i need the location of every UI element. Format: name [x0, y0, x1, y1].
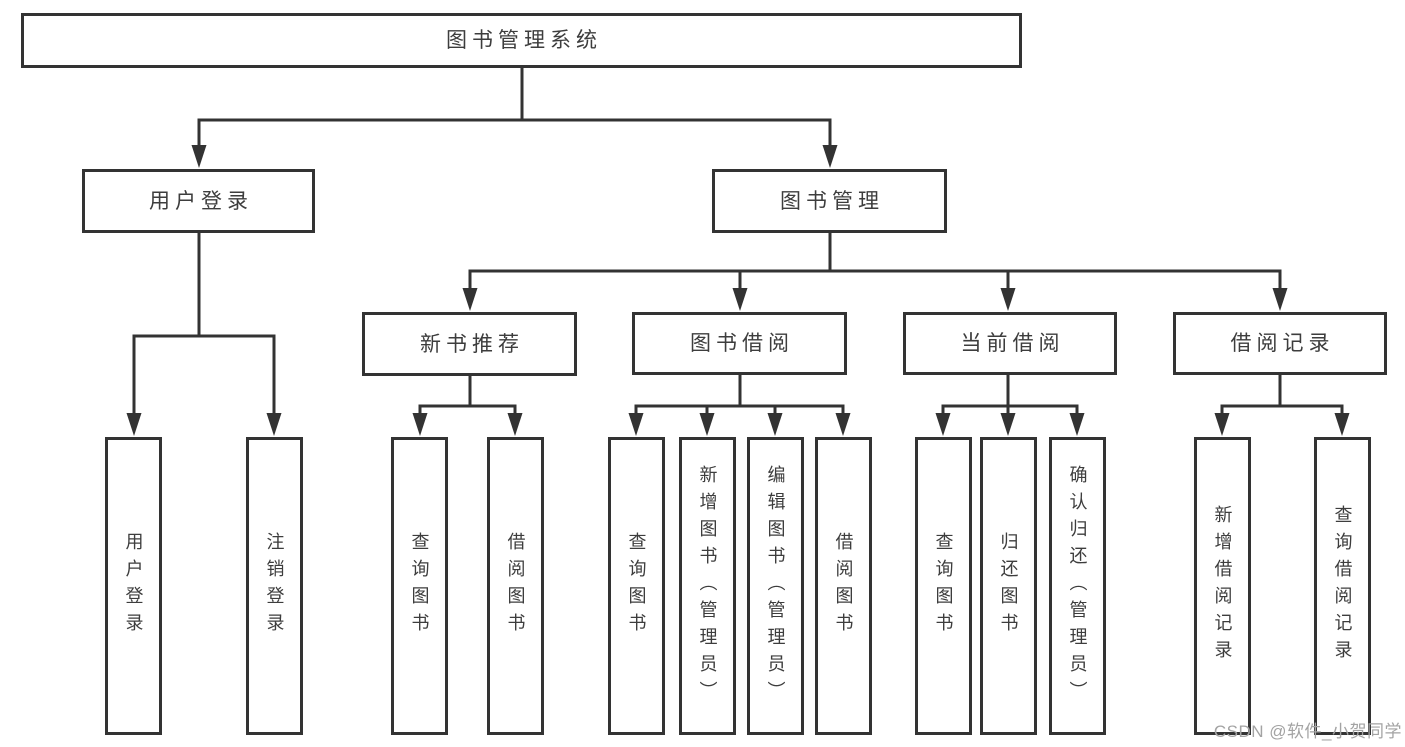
leaf-user-login: 用户登录 [105, 437, 162, 735]
node-new-book-recommend: 新书推荐 [362, 312, 577, 376]
leaf-query-borrow-record: 查询借阅记录 [1314, 437, 1371, 735]
node-label: 用户登录 [149, 189, 253, 213]
node-user-login: 用户登录 [82, 169, 315, 233]
leaf-logout: 注销登录 [246, 437, 303, 735]
leaf-query-book-1: 查询图书 [391, 437, 448, 735]
node-label: 注销登录 [264, 532, 285, 640]
leaf-query-book-3: 查询图书 [915, 437, 972, 735]
leaf-confirm-return-admin: 确认归还（管理员） [1049, 437, 1106, 735]
node-label: 归还图书 [998, 532, 1019, 640]
node-label: 查询图书 [933, 532, 954, 640]
node-book-management: 图书管理 [712, 169, 947, 233]
node-label: 借阅图书 [505, 532, 526, 640]
node-label: 图书管理系统 [446, 29, 602, 52]
node-label: 图书管理 [780, 189, 884, 213]
csdn-watermark: CSDN @软件_小贺同学 [1213, 722, 1402, 741]
node-label: 新增图书（管理员） [697, 464, 718, 708]
node-book-borrow: 图书借阅 [632, 312, 847, 375]
leaf-add-book-admin: 新增图书（管理员） [679, 437, 736, 735]
node-label: 编辑图书（管理员） [765, 464, 786, 708]
node-label: 查询图书 [409, 532, 430, 640]
node-label: 查询图书 [626, 532, 647, 640]
node-root: 图书管理系统 [21, 13, 1022, 68]
leaf-edit-book-admin: 编辑图书（管理员） [747, 437, 804, 735]
node-label: 图书借阅 [690, 332, 794, 355]
node-label: 借阅记录 [1230, 332, 1335, 355]
leaf-query-book-2: 查询图书 [608, 437, 665, 735]
leaf-add-borrow-record: 新增借阅记录 [1194, 437, 1251, 735]
node-label: 当前借阅 [960, 332, 1065, 355]
node-label: 借阅图书 [833, 532, 854, 640]
node-label: 新增借阅记录 [1212, 505, 1233, 667]
node-label: 查询借阅记录 [1332, 505, 1353, 667]
node-label: 用户登录 [123, 532, 144, 640]
leaf-return-book: 归还图书 [980, 437, 1037, 735]
node-label: 新书推荐 [420, 332, 524, 356]
node-borrow-records: 借阅记录 [1173, 312, 1387, 375]
leaf-borrow-book-1: 借阅图书 [487, 437, 544, 735]
node-label: 确认归还（管理员） [1067, 464, 1088, 708]
node-current-borrow: 当前借阅 [903, 312, 1117, 375]
leaf-borrow-book-2: 借阅图书 [815, 437, 872, 735]
